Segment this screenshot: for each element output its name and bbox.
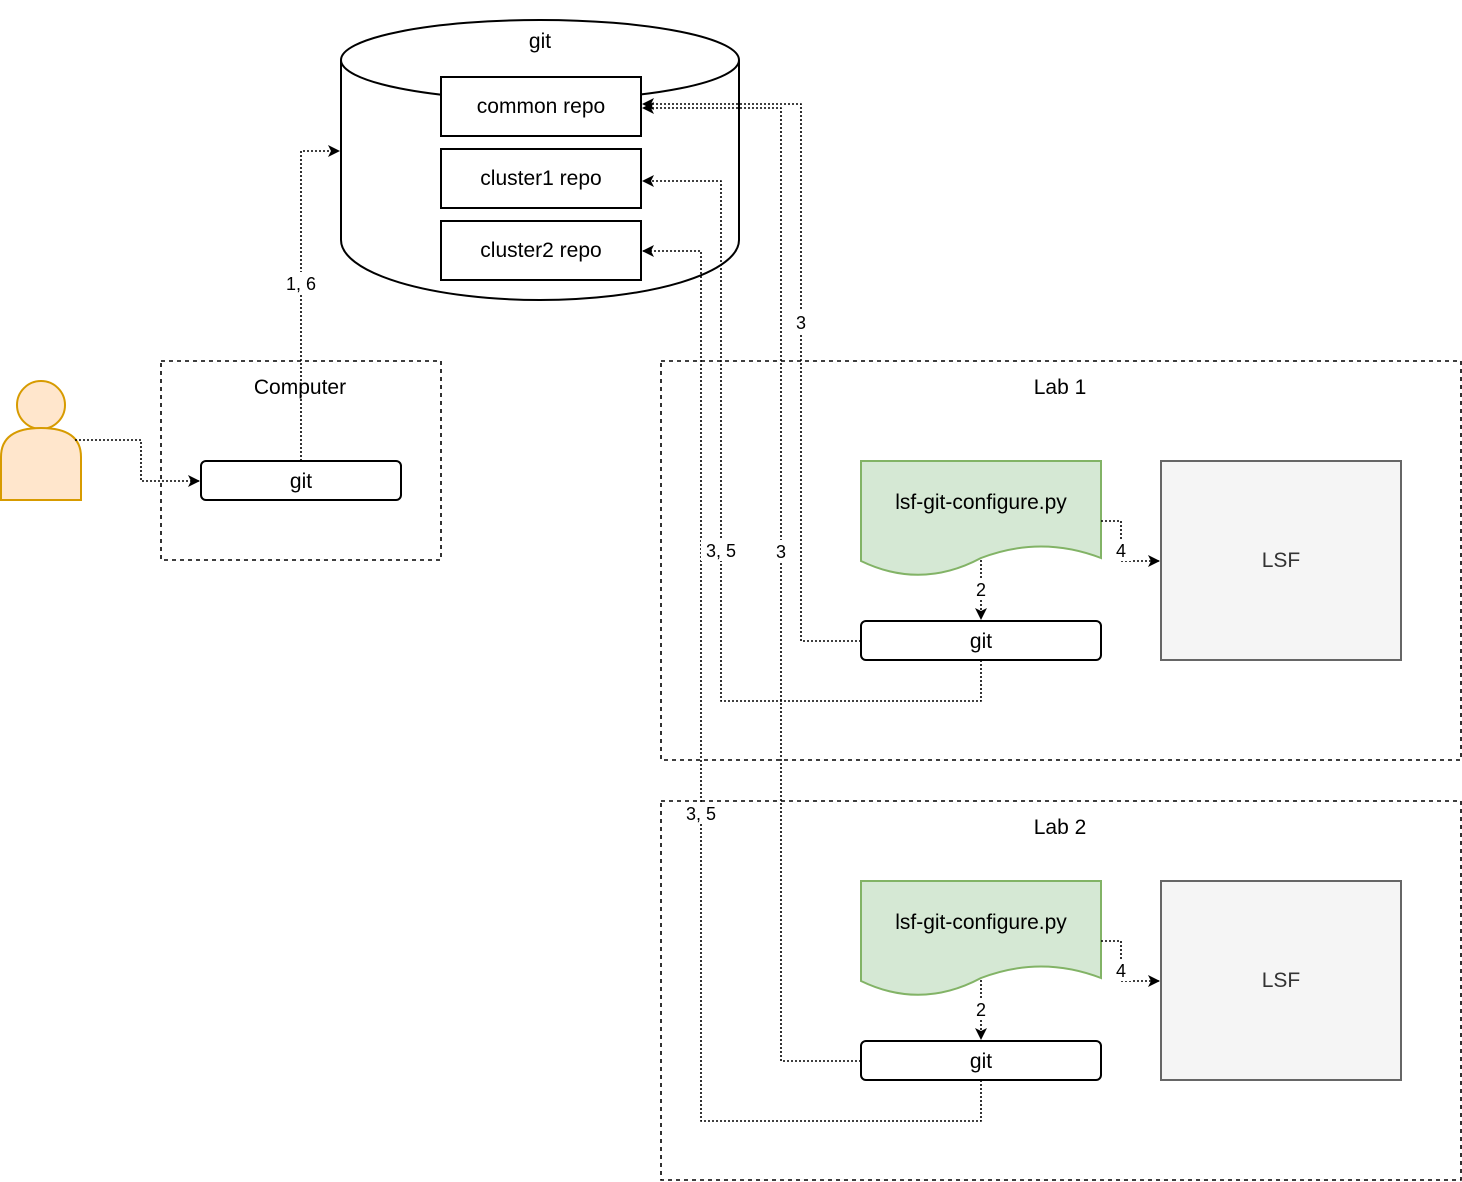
lab2-container: Lab 2 [660, 800, 1462, 1181]
connectors [75, 98, 1160, 1122]
lab1-container: Lab 1 [660, 360, 1462, 761]
edge-label-bg [1111, 959, 1131, 981]
edge-label-user-push: 1, 6 [286, 274, 316, 294]
repo-common[interactable]: common repo [440, 76, 642, 137]
repo-box [440, 76, 642, 137]
edge-label-bg [282, 272, 322, 294]
lab1-title: Lab 1 [1034, 376, 1087, 399]
repo-cluster1[interactable]: cluster1 repo [440, 148, 642, 209]
lab1-lsf[interactable]: LSF [1160, 460, 1402, 661]
git-label: git [970, 1050, 992, 1073]
edge-label-lab1-common: 3 [796, 313, 806, 333]
computer-title: Computer [254, 376, 346, 399]
lsf-box [1160, 460, 1402, 661]
document-shape [860, 880, 1102, 996]
edge-label-lab2-cluster: 3, 5 [686, 804, 716, 824]
user-body [0, 426, 82, 501]
edge-label-lab2-script-git: 2 [976, 1000, 986, 1020]
edge-label-bg [701, 539, 743, 561]
git-label: git [290, 470, 312, 493]
connector-user-to-git [75, 439, 200, 487]
user-head [16, 380, 66, 430]
edge-labels: 1, 6 3 3, 5 3 3, 5 2 4 2 4 [282, 272, 1131, 1020]
git-label: git [970, 630, 992, 653]
user-icon [0, 380, 82, 501]
edge-label-bg [972, 578, 990, 600]
edge-label-lab2-script-lsf: 4 [1116, 961, 1126, 981]
connector-lab1-common [642, 98, 861, 642]
repo-cluster2[interactable]: cluster2 repo [440, 220, 642, 281]
edge-label-bg [771, 540, 791, 562]
edge-label-bg [1111, 539, 1131, 561]
edge-label-lab1-script-lsf: 4 [1116, 541, 1126, 561]
edge-label-bg [972, 998, 990, 1020]
lab2-lsf[interactable]: LSF [1160, 880, 1402, 1081]
lsf-label: LSF [1262, 549, 1301, 572]
repo-box [440, 220, 642, 281]
computer-git[interactable]: git [200, 460, 402, 501]
repo-label: cluster2 repo [480, 239, 601, 262]
connector-computer-push [300, 145, 340, 461]
edge-label-lab1-cluster: 3, 5 [706, 541, 736, 561]
lab1-git[interactable]: git [860, 620, 1102, 661]
connector-lab1-cluster1 [642, 175, 982, 702]
edge-label-bg [680, 802, 722, 824]
lab2-script[interactable]: lsf-git-configure.py [860, 880, 1102, 996]
lsf-label: LSF [1262, 969, 1301, 992]
connector-lab2-common [642, 102, 861, 1062]
repo-box [440, 148, 642, 209]
edge-label-bg [791, 311, 811, 333]
edge-label-lab1-script-git: 2 [976, 580, 986, 600]
lab1-script[interactable]: lsf-git-configure.py [860, 460, 1102, 576]
repo-label: cluster1 repo [480, 167, 601, 190]
lab2-border [660, 800, 1462, 1181]
script-label: lsf-git-configure.py [895, 491, 1067, 514]
document-shape [860, 460, 1102, 576]
database-label: git [529, 30, 551, 53]
lab1-border [660, 360, 1462, 761]
script-label: lsf-git-configure.py [895, 911, 1067, 934]
connector-lab2-cluster2 [642, 245, 982, 1122]
repo-label: common repo [477, 95, 605, 118]
lab2-git[interactable]: git [860, 1040, 1102, 1081]
edge-label-lab2-common: 3 [776, 542, 786, 562]
lsf-box [1160, 880, 1402, 1081]
lab2-title: Lab 2 [1034, 816, 1087, 839]
